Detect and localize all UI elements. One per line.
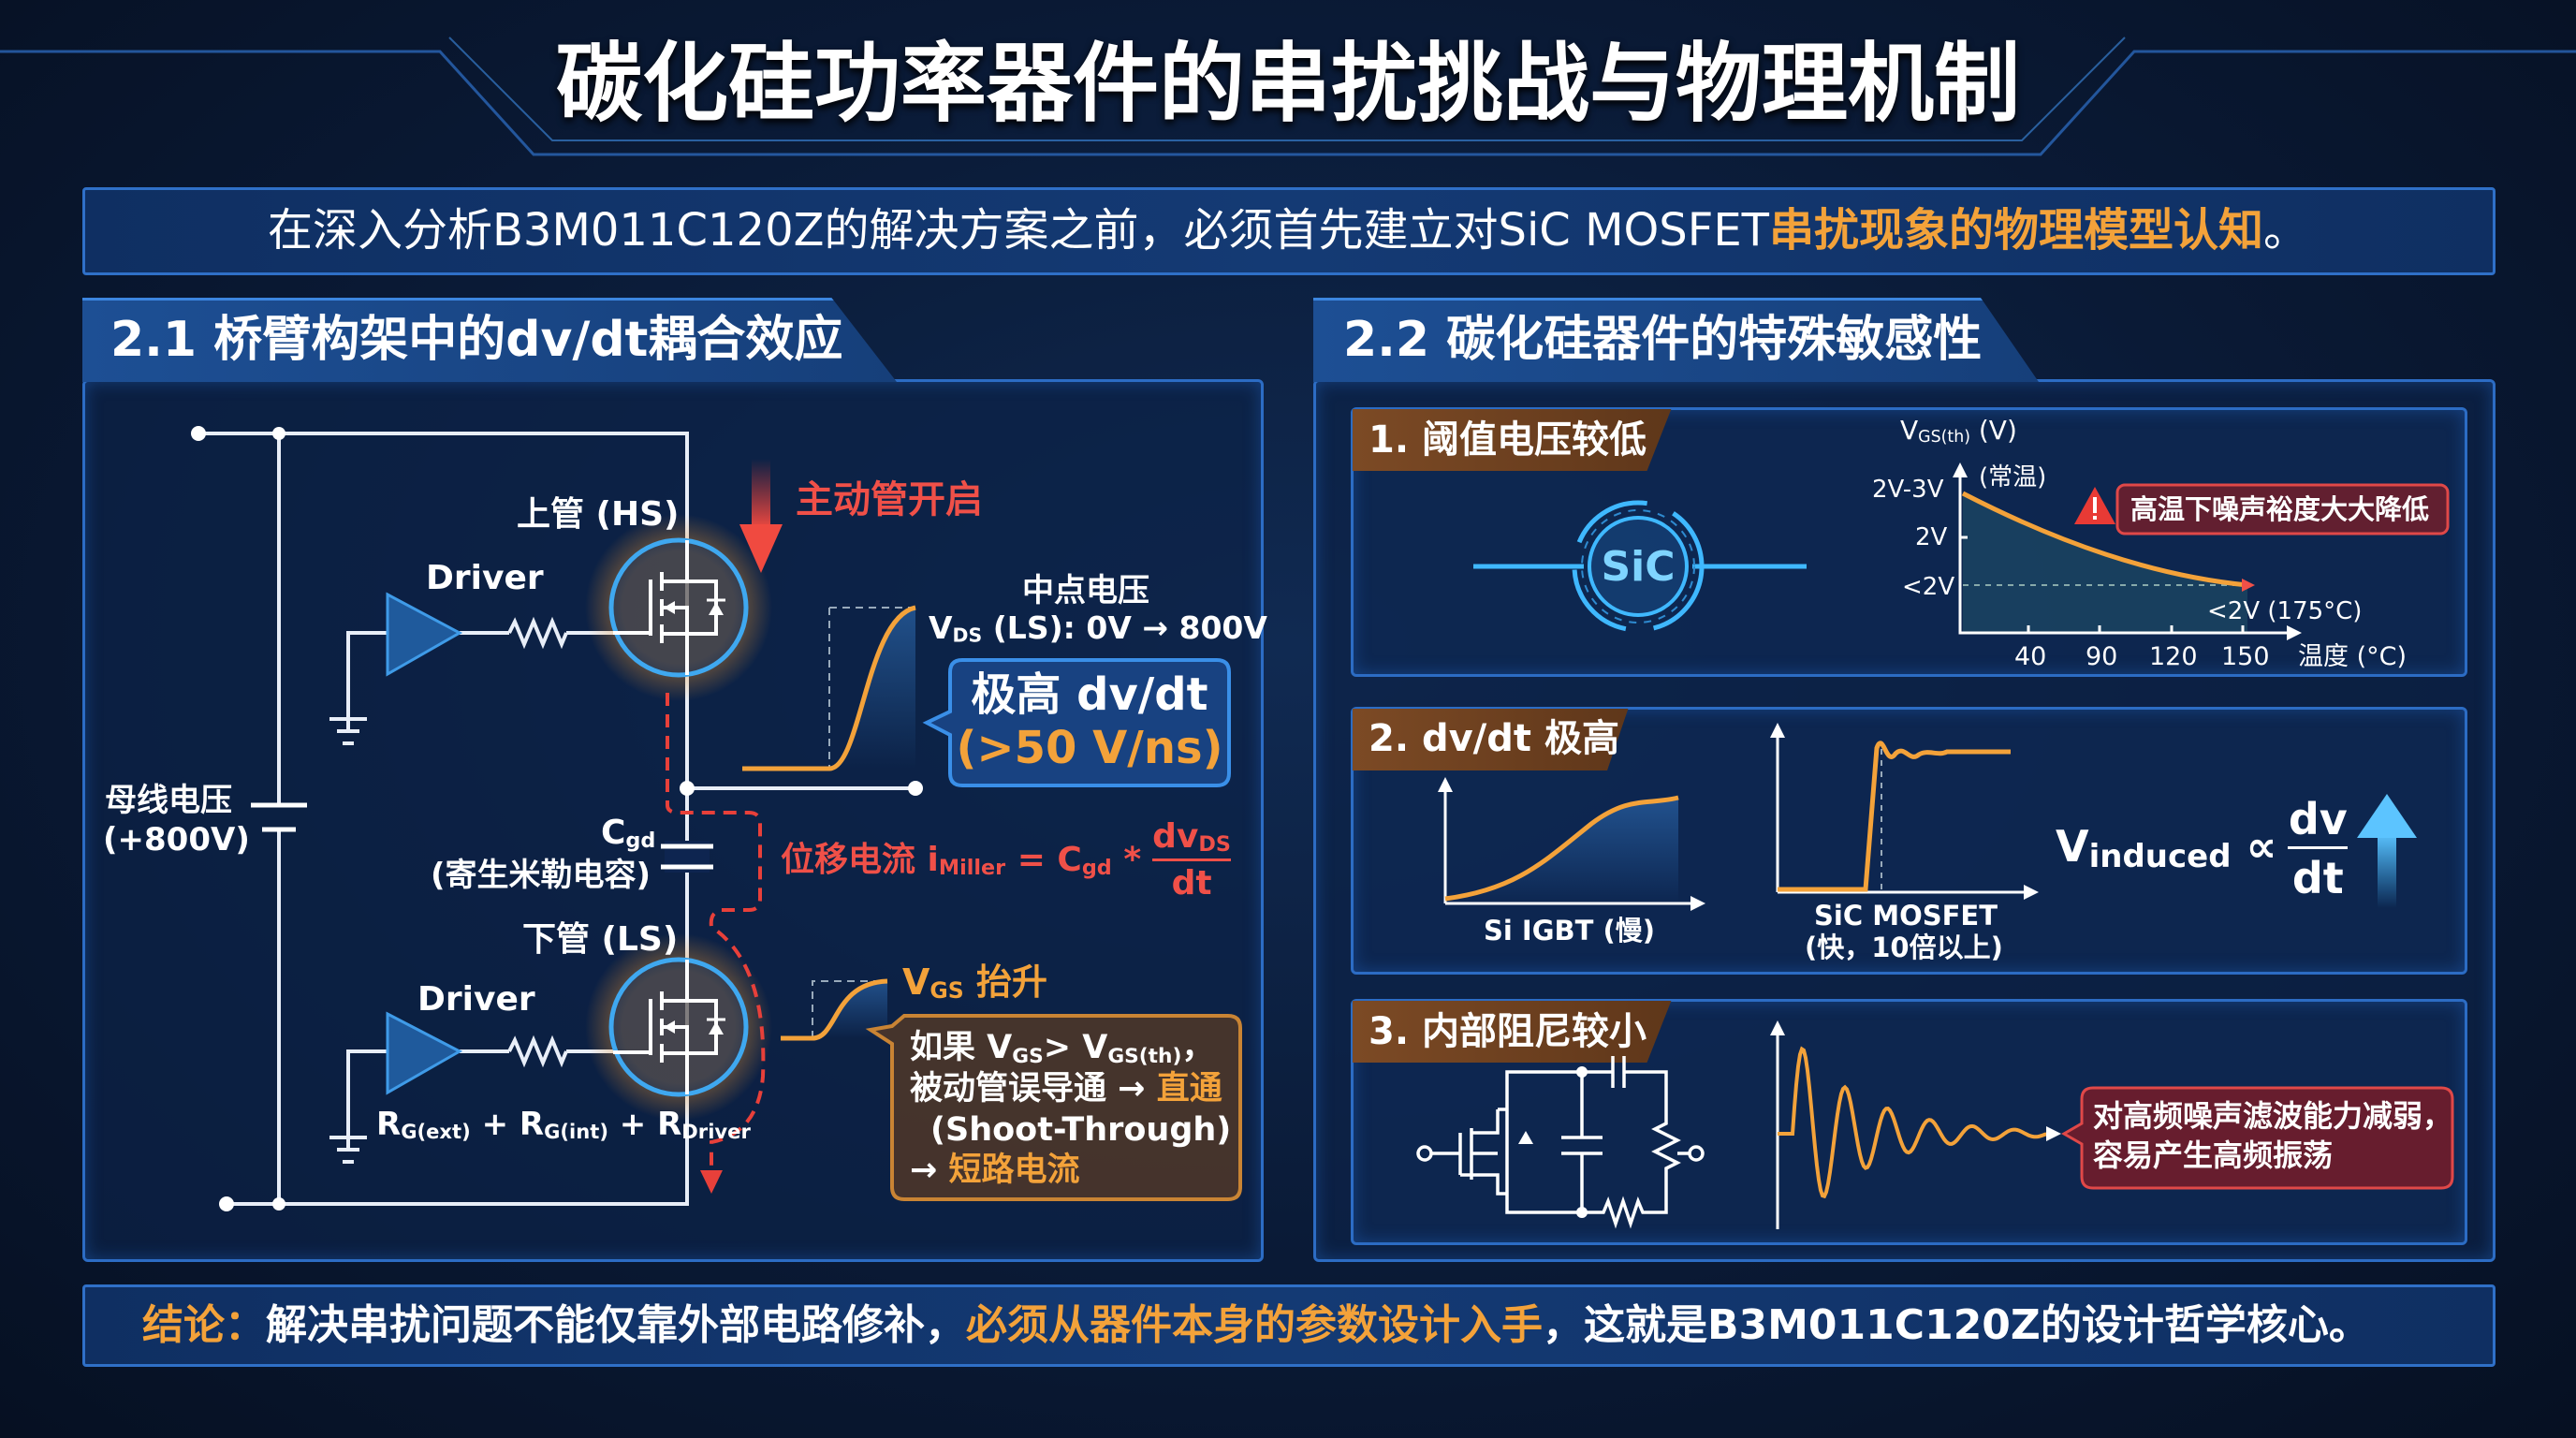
intro-banner <box>82 187 2496 275</box>
vgs-rise-label: VGS 抬升 <box>902 961 1047 1005</box>
threshold-chart-ytick: <2V <box>1902 573 1955 601</box>
threshold-chart-room-temp: (常温) <box>1979 463 2047 492</box>
vinduced-formula: Vinduced ∝ dv dt <box>2056 794 2349 903</box>
cgd-description: (寄生米勒电容) <box>431 857 651 894</box>
right-panel-header <box>1313 298 2039 382</box>
hs-label: 上管 (HS) <box>517 495 680 534</box>
sic-waveform <box>1778 741 2011 892</box>
ls-label: 下管 (LS) <box>522 920 679 959</box>
hs-driver-label: Driver <box>426 559 544 597</box>
vinduced-lhs: Vinduced ∝ <box>2056 820 2277 876</box>
intro-text: 在深入分析B3M011C120Z的解决方案之前，必须首先建立对SiC MOSFE… <box>0 208 2576 253</box>
threshold-chart-xtick: 40 <box>2014 642 2047 671</box>
sic-mosfet-label: SiC MOSFET <box>1814 900 1998 932</box>
sic-emblem-icon <box>1473 500 1807 633</box>
miller-current-formula: 位移电流 iMiller = Cgd * dvDS dt <box>781 820 1231 901</box>
section-threshold-header <box>1353 409 1672 471</box>
vinduced-fraction: dv dt <box>2288 794 2349 903</box>
section-dvdt-title: 2. dv/dt 极高 <box>1368 717 1619 760</box>
sic-mosfet-sublabel: (快，10倍以上) <box>1805 932 2003 963</box>
threshold-chart <box>1953 462 2450 640</box>
intro-suffix: 。 <box>2263 204 2309 257</box>
turn-on-arrow-icon <box>739 524 783 573</box>
oscillation-chart <box>1770 1020 2454 1229</box>
bus-voltage-value: (+800V) <box>103 821 250 858</box>
threshold-chart-xtick: 150 <box>2221 642 2270 671</box>
vds-label: VDS (LS): 0V → 800V <box>929 609 1267 647</box>
shoot-through-callout <box>865 1014 1242 1201</box>
oscillation-waveform <box>1778 1046 2055 1199</box>
ls-driver-icon <box>386 1011 463 1095</box>
ground-icon <box>329 1136 367 1164</box>
conclusion-banner <box>82 1284 2496 1367</box>
page-title: 碳化硅功率器件的串扰挑战与物理机制 <box>555 34 2020 134</box>
bus-voltage-label: 母线电压 <box>105 782 232 819</box>
cgd-label: Cgd <box>601 814 656 854</box>
threshold-chart-axes <box>1958 473 2291 635</box>
damping-note-badge <box>2061 1086 2454 1190</box>
threshold-chart-xlabel: 温度 (°C) <box>2298 642 2408 671</box>
threshold-chart-ylabel: VGS(th) (V) <box>1900 415 2017 448</box>
intro-highlight: 串扰现象的物理模型认知 <box>1769 204 2264 257</box>
sic-mosfet-chart <box>1770 723 2039 900</box>
hs-gate-resistor <box>507 616 568 650</box>
midpoint-title: 中点电压 <box>1022 572 1149 609</box>
igbt-waveform <box>1444 795 1679 902</box>
conclusion-text: 结论：解决串扰问题不能仅靠外部电路修补，必须从器件本身的参数设计入手，这就是B3… <box>142 1301 2370 1349</box>
right-panel-title: 2.2 碳化硅器件的特殊敏感性 <box>1343 312 1983 368</box>
threshold-chart-xtick: 90 <box>2086 642 2118 671</box>
threshold-chart-ytick: 2V <box>1915 523 1948 551</box>
dvdt-line2: (>50 V/ns) <box>956 722 1223 774</box>
threshold-chart-ytick: 2V-3V <box>1872 476 1944 504</box>
warning-text: 高温下噪声裕度大大降低 <box>2130 493 2430 525</box>
damping-note-line1: 对高频噪声滤波能力减弱， <box>2093 1098 2453 1134</box>
miller-fraction: dvDS dt <box>1152 817 1231 903</box>
ls-driver-label: Driver <box>417 980 535 1019</box>
left-panel-title: 2.1 桥臂构架中的dv/dt耦合效应 <box>110 312 843 368</box>
dvdt-line1: 极高 dv/dt <box>971 668 1208 721</box>
miller-current-path <box>666 693 766 1170</box>
sic-emblem-label: SiC <box>1601 543 1676 591</box>
threshold-curve <box>1961 491 2248 588</box>
active-on-label: 主动管开启 <box>796 478 983 521</box>
rc-snubber-circuit <box>1416 1056 1705 1229</box>
gate-resistance-formula: RG(ext) + RG(int) + RDriver <box>376 1106 751 1143</box>
left-panel-header <box>82 298 897 382</box>
igbt-label: Si IGBT (慢) <box>1484 915 1656 946</box>
threshold-chart-end-label: <2V (175°C) <box>2207 597 2363 625</box>
ls-gate-resistor <box>507 1034 568 1068</box>
igbt-chart <box>1438 777 1705 911</box>
current-arrow-icon <box>700 1170 723 1194</box>
shoot-through-text: 如果 VGS> VGS(th)， 被动管误导通 → 直通 (Shoot-Thro… <box>910 1029 1232 1189</box>
vinduced-arrow-icon <box>2357 794 2417 908</box>
section-damping-title: 3. 内部阻尼较小 <box>1368 1010 1647 1053</box>
hs-driver-icon <box>386 592 463 677</box>
section-dvdt-header <box>1353 709 1629 770</box>
damping-note-line2: 容易产生高频振荡 <box>2093 1137 2334 1173</box>
miller-formula-lhs: 位移电流 iMiller = Cgd * <box>781 840 1142 880</box>
dvdt-callout <box>922 658 1231 787</box>
warning-badge <box>2115 483 2450 536</box>
intro-prefix: 在深入分析B3M011C120Z的解决方案之前，必须首先建立对SiC MOSFE… <box>267 204 1769 257</box>
ground-icon <box>329 717 367 745</box>
threshold-chart-xtick: 120 <box>2149 642 2198 671</box>
section-damping-header <box>1353 1001 1672 1063</box>
vds-waveform <box>742 605 916 771</box>
vgs-waveform <box>781 978 888 1041</box>
section-threshold-title: 1. 阈值电压较低 <box>1368 418 1647 462</box>
